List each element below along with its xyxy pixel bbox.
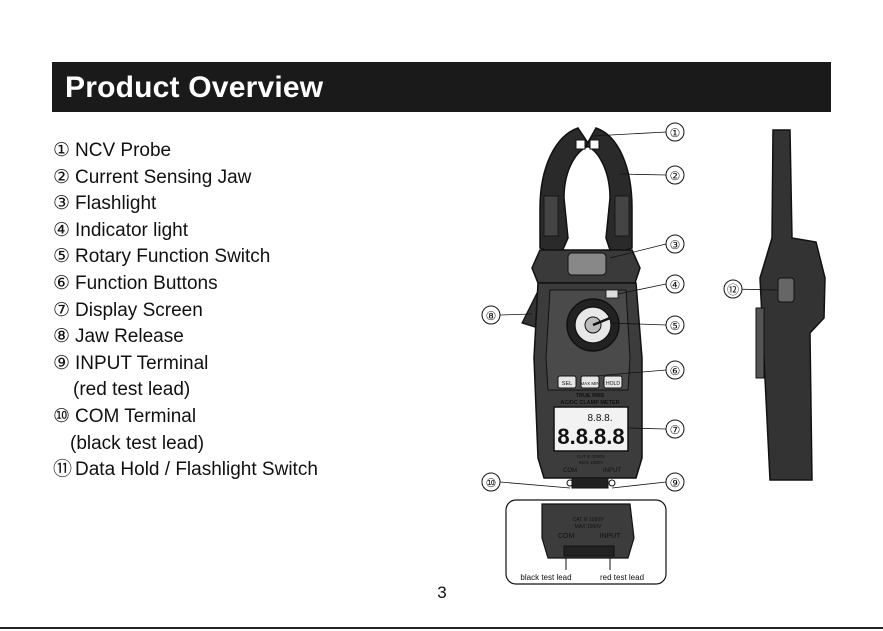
header-bar: Product Overview xyxy=(52,62,831,112)
callout-7: ⑦ xyxy=(670,423,681,437)
lcd-main-digits: 8.8.8.8 xyxy=(557,424,624,449)
callout-5: ⑤ xyxy=(670,319,681,333)
brand-line-1: TRUE RMS xyxy=(576,393,605,399)
page-number: 3 xyxy=(430,583,454,603)
input-label: INPUT xyxy=(603,468,621,474)
brand-line-2: AC/DC CLAMP METER xyxy=(560,400,619,406)
clamp-meter-figure: SEL MAX MIN HOLD TRUE RMS AC/DC CLAMP ME… xyxy=(460,118,880,590)
callout-6: ⑥ xyxy=(670,364,681,378)
callout-9: ⑨ xyxy=(670,476,681,490)
callout-8: ⑧ xyxy=(486,309,497,323)
page-title: Product Overview xyxy=(65,71,323,105)
inset-com-label: COM xyxy=(558,533,575,540)
lcd-small-digits: 8.8.8. xyxy=(587,413,612,424)
callout-10: ⑩ xyxy=(486,476,497,490)
legend-item-continuation: (black test lead) xyxy=(53,431,413,458)
inset-input-label: INPUT xyxy=(600,533,622,540)
front-view: SEL MAX MIN HOLD TRUE RMS AC/DC CLAMP ME… xyxy=(522,128,642,488)
data-hold-switch xyxy=(778,278,794,302)
callout-1: ① xyxy=(670,126,681,140)
indicator-light xyxy=(606,290,618,298)
callout-2: ② xyxy=(670,169,681,183)
red-test-lead-label: red test lead xyxy=(600,573,644,582)
cat-label: CAT III 1000V xyxy=(577,454,605,459)
inset-cat-label: CAT III 1000V xyxy=(573,517,605,523)
sel-button-label: SEL xyxy=(562,381,572,387)
hold-button-label: HOLD xyxy=(606,381,620,387)
side-body xyxy=(760,130,825,480)
callout-4: ④ xyxy=(670,278,681,292)
jaw-mark-left xyxy=(576,140,585,149)
clamp-meter-illustration: SEL MAX MIN HOLD TRUE RMS AC/DC CLAMP ME… xyxy=(460,118,880,590)
side-grip xyxy=(756,308,764,378)
max-label: MAX 1000V xyxy=(579,460,603,465)
callout-3: ③ xyxy=(670,238,681,252)
jaw-label-right xyxy=(615,196,629,236)
com-label: COM xyxy=(563,468,577,474)
jaw-label-left xyxy=(544,196,558,236)
callout-12: ⑫ xyxy=(727,283,739,297)
side-view xyxy=(756,130,825,480)
legend-item-continuation: (red test lead) xyxy=(53,377,413,404)
max-min-button-label: MAX MIN xyxy=(580,381,599,386)
terminal-inset: CAT III 1000V MAX 1000V COM INPUT black … xyxy=(506,500,666,584)
inset-terminal-block xyxy=(564,546,614,556)
flashlight-lens xyxy=(568,253,606,275)
footer-divider xyxy=(0,627,883,629)
terminal-block xyxy=(572,478,608,488)
jaw-mark-right xyxy=(590,140,599,149)
inset-max-label: MAX 1000V xyxy=(575,524,602,530)
black-test-lead-label: black test lead xyxy=(520,573,571,582)
input-terminal xyxy=(609,480,615,486)
